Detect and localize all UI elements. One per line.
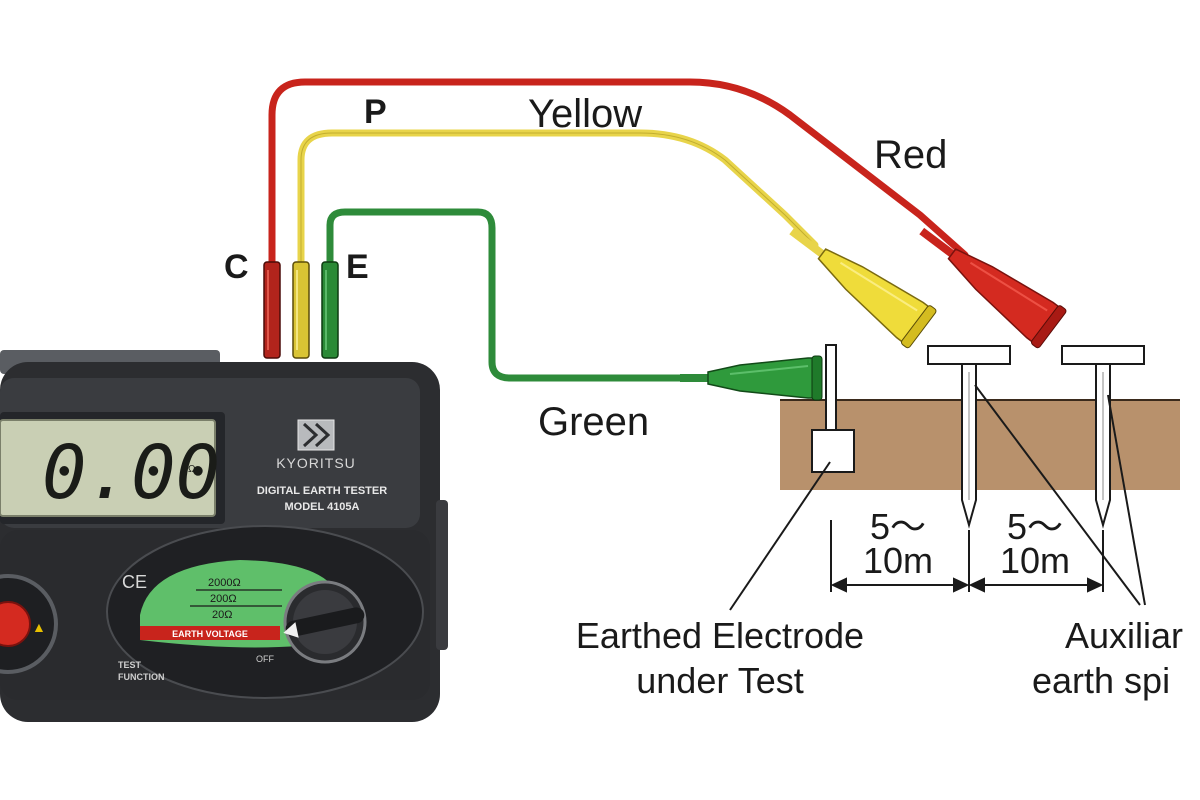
distance-1-line1: 5～	[869, 506, 927, 547]
red-plug	[263, 261, 281, 359]
aux-spike-1	[927, 345, 1011, 529]
lcd-unit: Ω	[188, 464, 196, 475]
terminal-e-label: E	[346, 248, 369, 286]
electrode-plate	[811, 429, 855, 473]
dimension-lines	[830, 520, 1104, 593]
lcd-reading: 0.00	[42, 430, 220, 516]
red-clip	[919, 227, 1067, 349]
green-lead-label: Green	[538, 400, 650, 444]
kyoritsu-logo-icon	[297, 419, 335, 451]
ce-mark: CE	[122, 572, 147, 592]
terminal-c-label: C	[224, 248, 249, 286]
yellow-plug	[292, 261, 310, 359]
spike1-leader	[974, 384, 1141, 606]
range-20: 20Ω	[212, 609, 232, 621]
range-2000: 2000Ω	[208, 577, 241, 589]
test-function-label-1: TEST	[118, 660, 142, 670]
electrode-rod	[825, 344, 837, 441]
electrode-callout-line2: under Test	[636, 660, 804, 701]
test-function-label-2: FUNCTION	[118, 672, 165, 682]
electrode-callout-line1: Earthed Electrode	[575, 615, 865, 656]
brand-name: KYORITSU	[276, 455, 356, 471]
green-plug	[321, 261, 339, 359]
off-label: OFF	[256, 654, 274, 664]
lcd-display	[0, 419, 216, 517]
yellow-lead-wire	[297, 129, 819, 284]
distance-1-line2: 10m	[862, 540, 934, 581]
spike2-leader	[1107, 394, 1146, 606]
aux-spike-2	[1061, 345, 1145, 529]
range-200: 200Ω	[210, 593, 237, 605]
electrode-leader	[729, 461, 831, 611]
yellow-lead-label: Yellow	[528, 92, 643, 136]
terminal-p-label: P	[364, 93, 387, 131]
rotary-switch-icon[interactable]	[282, 580, 367, 664]
red-lead-label: Red	[874, 133, 948, 177]
earth-voltage-label: EARTH VOLTAGE	[172, 629, 248, 639]
distance-2-line2: 10m	[999, 540, 1071, 581]
green-lead-wire	[326, 208, 694, 382]
instrument-model: MODEL 4105A	[285, 501, 360, 513]
yellow-clip	[789, 227, 937, 349]
distance-2-line1: 5～	[1006, 506, 1064, 547]
svg-text:▲: ▲	[32, 619, 46, 635]
spikes-callout-line2: earth spi	[1032, 660, 1171, 701]
earth-tester-instrument: 0.00 Ω KYORITSU DIGITAL EARTH TESTER MOD…	[0, 350, 448, 722]
green-clip	[680, 355, 823, 401]
red-lead-wire	[268, 78, 969, 284]
spikes-callout-line1: Auxiliar	[1065, 615, 1184, 656]
instrument-title: DIGITAL EARTH TESTER	[257, 485, 387, 497]
